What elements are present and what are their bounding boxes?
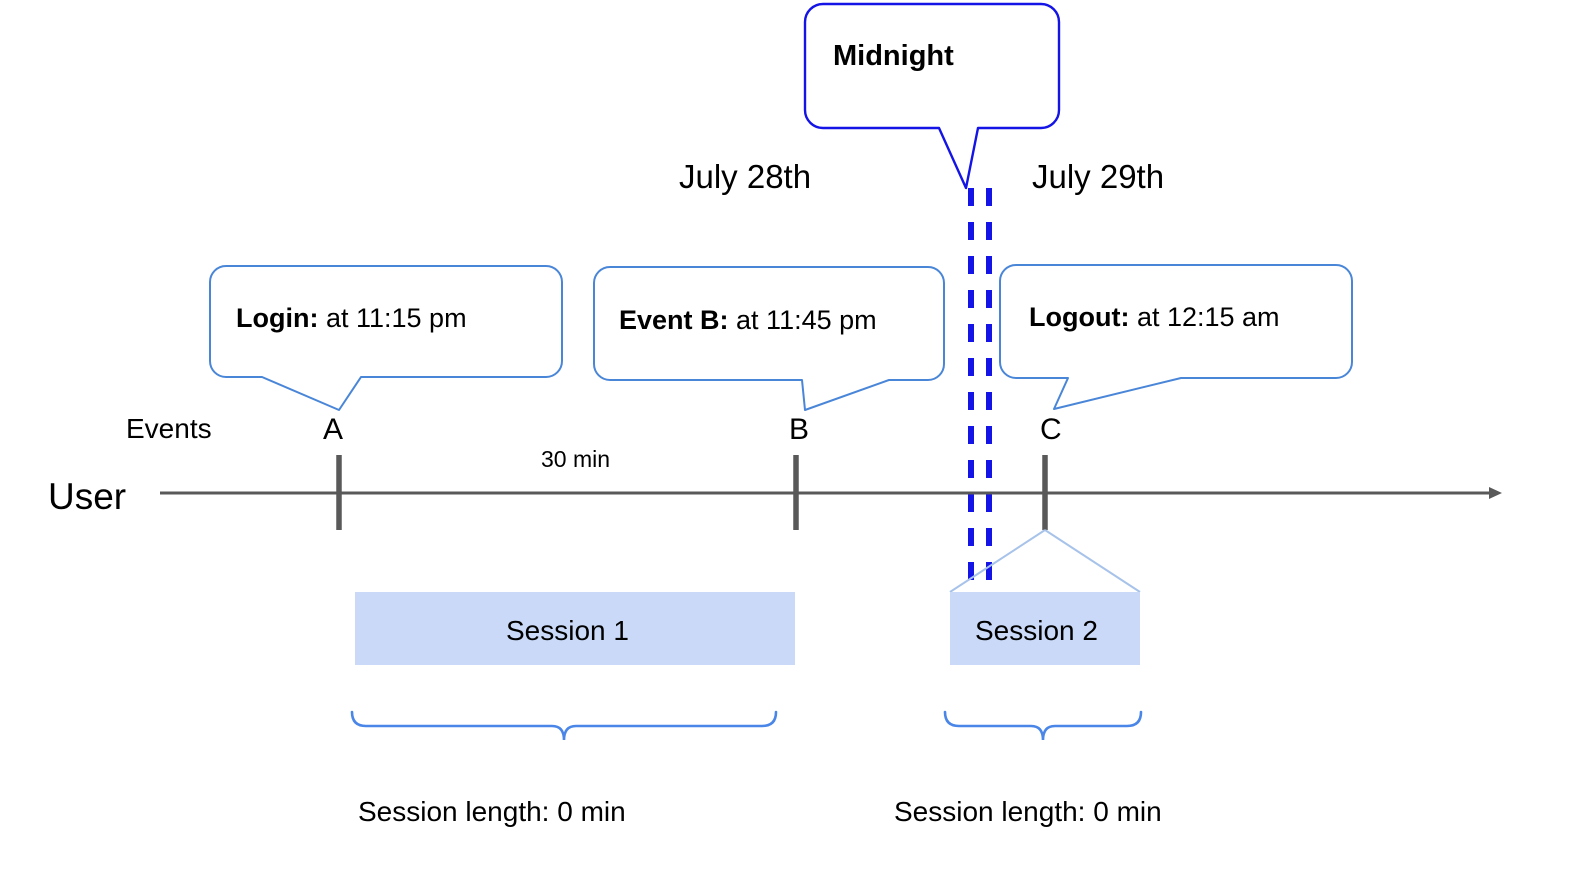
interval-label: 30 min: [541, 446, 611, 472]
day-label-left: July 28th: [679, 158, 812, 195]
session-bar-label-2: Session 2: [975, 615, 1098, 646]
midnight-label: Midnight: [833, 40, 954, 72]
callout-logout: Logout: at 12:15 am: [1029, 304, 1280, 331]
midnight-callout-shape: [803, 2, 1061, 190]
session2-leader-lines: [949, 529, 1141, 593]
event-ticks: [336, 455, 1048, 530]
brace-session-1: [350, 710, 778, 741]
tick-label-a: A: [323, 413, 344, 446]
session-bar-2: [950, 592, 1140, 665]
callout-shape-login: [209, 265, 563, 411]
callout-eventb-time: at 11:45 pm: [728, 305, 877, 335]
callout-login-time: at 11:15 pm: [318, 303, 467, 333]
session-length-label-1: Session length: 0 min: [358, 796, 626, 827]
session-length-label-2: Session length: 0 min: [894, 796, 1162, 827]
midnight-dashed-lines: [968, 188, 992, 590]
callout-shape-logout: [999, 264, 1353, 410]
session-bar-1: [355, 592, 795, 665]
callout-eventb-title: Event B:: [619, 305, 729, 335]
callout-login-title: Login:: [236, 303, 319, 333]
tick-label-c: C: [1040, 413, 1062, 446]
callout-shape-eventb: [593, 266, 945, 411]
callout-login: Login: at 11:15 pm: [236, 305, 467, 332]
callout-logout-time: at 12:15 am: [1129, 302, 1280, 332]
day-label-right: July 29th: [1032, 158, 1165, 195]
session-bar-label-1: Session 1: [506, 615, 629, 646]
callout-eventb: Event B: at 11:45 pm: [619, 307, 877, 334]
user-row-label: User: [48, 476, 127, 517]
session-length-braces: [350, 710, 1143, 741]
events-row-label: Events: [126, 413, 212, 444]
brace-session-2: [943, 710, 1143, 741]
tick-label-b: B: [789, 413, 810, 446]
callout-logout-title: Logout:: [1029, 302, 1130, 332]
session-bars: [355, 592, 1140, 665]
